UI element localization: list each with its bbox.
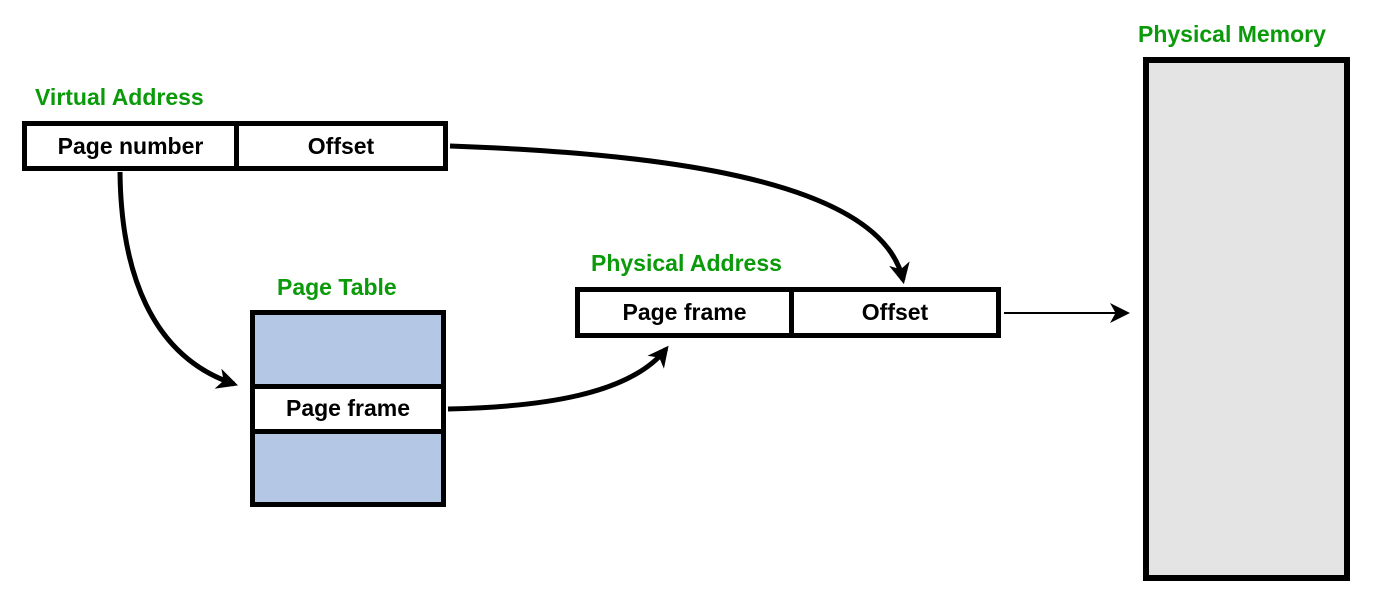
arrow-page-number-to-page-table: [117, 171, 238, 389]
physical-memory-label: Physical Memory: [1138, 21, 1326, 47]
physical-address-offset-cell: Offset: [861, 299, 929, 325]
virtual-address-box: Page number Offset: [22, 121, 448, 171]
page-table-page-frame-entry: Page frame: [255, 383, 441, 434]
physical-address-box: Page frame Offset: [575, 287, 1001, 338]
arrow-page-frame-to-physical-page-frame: [447, 345, 669, 412]
page-table-box: Page frame: [250, 310, 446, 507]
virtual-address-page-number-cell: Page number: [27, 126, 239, 166]
page-table-label: Page Table: [277, 274, 397, 300]
virtual-address-label: Virtual Address: [35, 84, 204, 110]
page-table-row-top: [255, 315, 441, 384]
physical-address-page-frame-cell: Page frame: [580, 292, 794, 333]
physical-memory-box: [1143, 57, 1350, 581]
physical-address-label: Physical Address: [591, 250, 782, 276]
page-table-row-bottom: [255, 433, 441, 502]
virtual-address-offset-cell: Offset: [307, 132, 375, 159]
